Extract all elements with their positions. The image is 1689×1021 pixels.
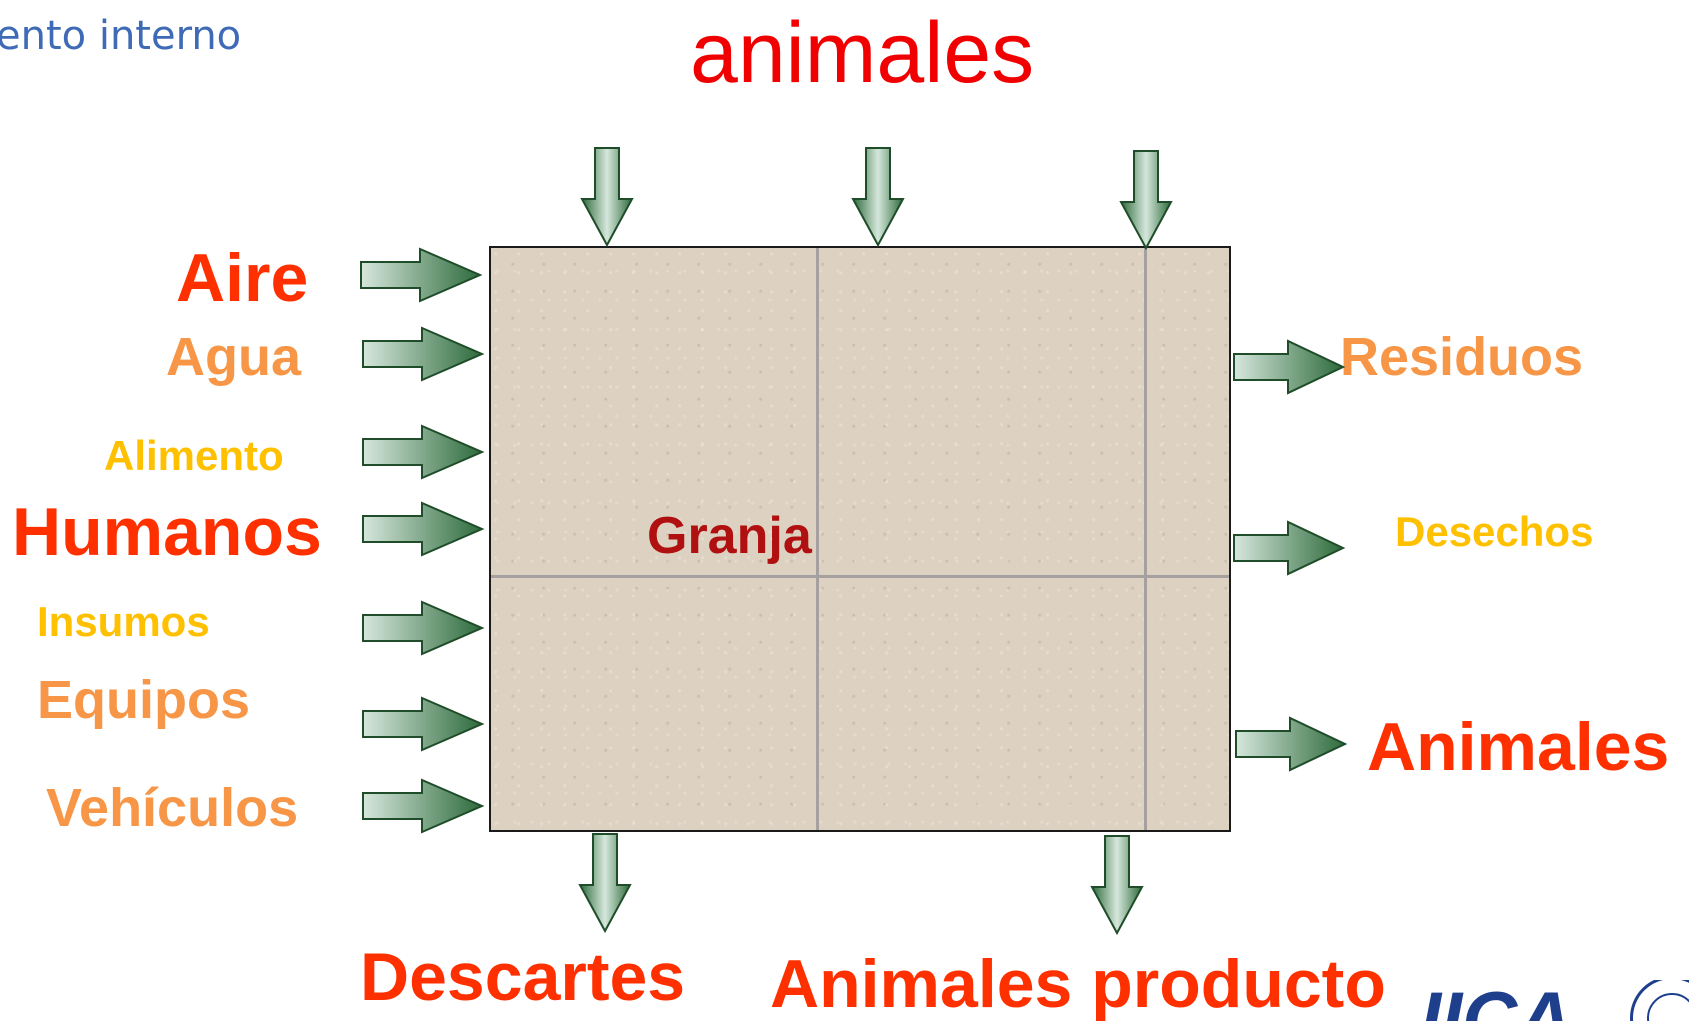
input-label-agua: Agua [166,327,301,387]
arrow-down-icon [851,147,905,248]
farm-grid-line [491,575,1229,578]
arrow-right-icon [1233,339,1346,395]
arrow-right-icon [362,501,485,557]
output-label-descartes: Descartes [360,939,686,1015]
seal-icon [1630,980,1689,1021]
output-label-animales-producto: Animales producto [770,946,1386,1021]
arrow-down-icon [1119,150,1173,251]
farm-grid-line [1144,248,1147,830]
input-label-vehiculos: Vehículos [46,778,299,838]
farm-grid-line [816,248,819,830]
arrow-down-icon [1090,835,1144,936]
input-label-aire: Aire [176,240,309,316]
arrow-right-icon [362,424,485,480]
output-label-animales: Animales [1367,709,1670,785]
farm-label: Granja [647,507,812,565]
arrow-down-icon [580,147,634,248]
arrow-right-icon [1233,520,1346,576]
diagram-title: animales [690,5,1035,101]
arrow-right-icon [360,247,483,303]
logo-text: IICA [1420,982,1572,1021]
arrow-right-icon [362,600,485,656]
input-label-equipos: Equipos [37,670,250,730]
input-label-insumos: Insumos [37,598,210,645]
header-fragment: ento interno [0,13,242,59]
arrow-right-icon [362,326,485,382]
input-label-alimento: Alimento [104,432,284,479]
arrow-right-icon [362,696,485,752]
farm-box [489,246,1231,832]
arrow-right-icon [362,778,485,834]
output-label-desechos: Desechos [1395,508,1594,555]
iica-logo: IICA [1420,980,1689,1021]
input-label-humanos: Humanos [12,494,322,570]
arrow-down-icon [578,833,632,934]
arrow-right-icon [1235,716,1348,772]
output-label-residuos: Residuos [1340,327,1584,387]
